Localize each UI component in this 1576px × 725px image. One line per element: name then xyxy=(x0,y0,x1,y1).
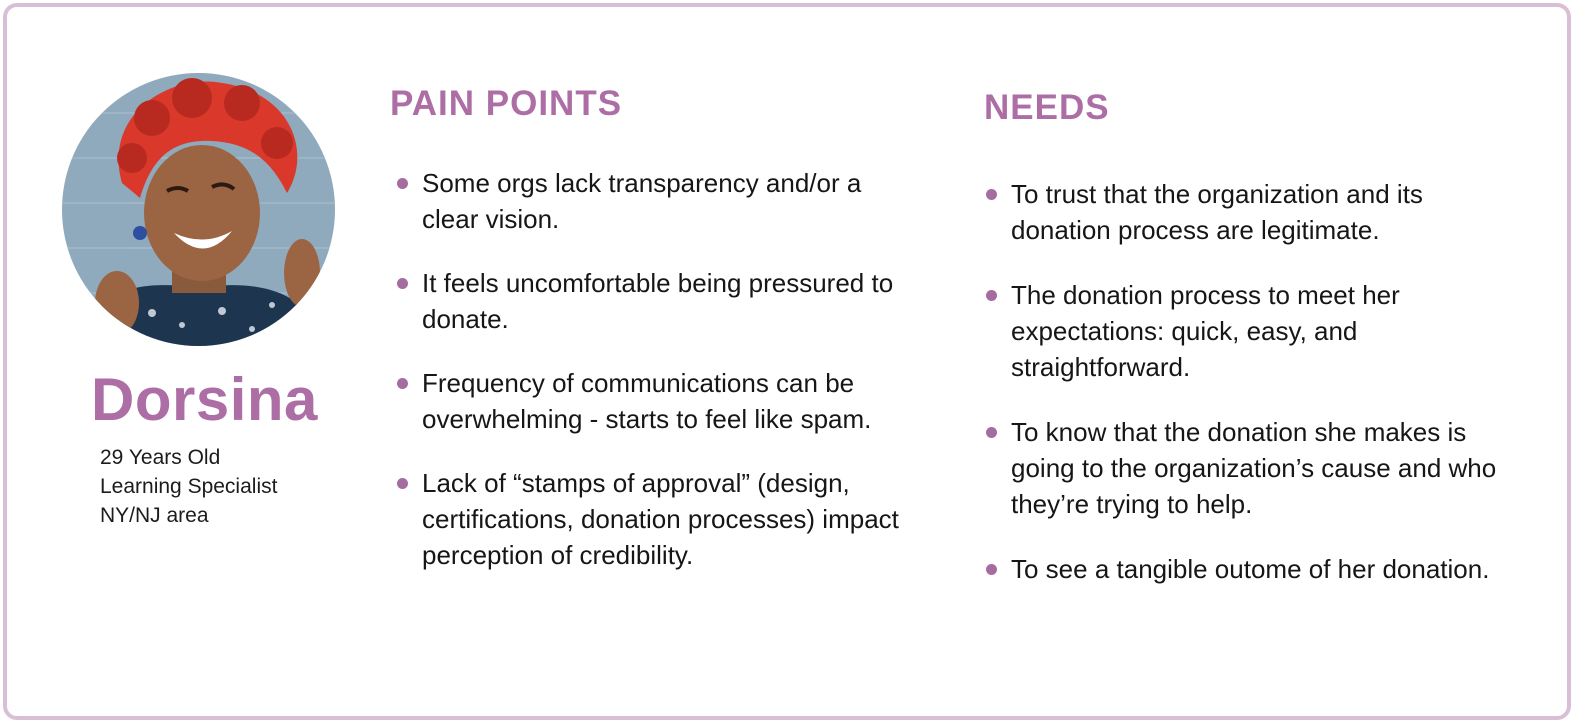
persona-photo xyxy=(62,73,335,346)
pain-points-list: Some orgs lack transparency and/or a cle… xyxy=(395,165,915,601)
pain-point-text: Some orgs lack transparency and/or a cle… xyxy=(422,168,862,234)
pain-point-item: Frequency of communications can be overw… xyxy=(395,365,915,437)
persona-card: Dorsina 29 Years Old Learning Specialist… xyxy=(3,3,1571,720)
need-item: To trust that the organization and its d… xyxy=(984,176,1524,248)
bullet-dot xyxy=(986,427,997,438)
needs-heading: NEEDS xyxy=(984,88,1110,127)
bullet-dot xyxy=(397,278,408,289)
need-item: The donation process to meet her expecta… xyxy=(984,277,1524,385)
persona-location: NY/NJ area xyxy=(100,504,209,527)
need-text: To know that the donation she makes is g… xyxy=(1011,417,1497,519)
bullet-dot xyxy=(397,478,408,489)
persona-details: 29 Years Old Learning Specialist NY/NJ a… xyxy=(100,443,277,530)
need-text: To see a tangible outome of her donation… xyxy=(1011,554,1490,584)
need-item: To see a tangible outome of her donation… xyxy=(984,551,1524,587)
persona-occupation: Learning Specialist xyxy=(100,475,278,498)
pain-point-text: Lack of “stamps of approval” (design, ce… xyxy=(422,468,899,570)
needs-list: To trust that the organization and its d… xyxy=(984,176,1524,616)
bullet-dot xyxy=(986,189,997,200)
pain-point-text: It feels uncomfortable being pressured t… xyxy=(422,268,894,334)
bullet-dot xyxy=(397,178,408,189)
need-text: The donation process to meet her expecta… xyxy=(1011,280,1400,382)
need-item: To know that the donation she makes is g… xyxy=(984,414,1524,522)
persona-name: Dorsina xyxy=(91,366,318,433)
pain-point-item: It feels uncomfortable being pressured t… xyxy=(395,265,915,337)
pain-point-item: Lack of “stamps of approval” (design, ce… xyxy=(395,465,915,573)
pain-point-item: Some orgs lack transparency and/or a cle… xyxy=(395,165,915,237)
bullet-dot xyxy=(986,564,997,575)
pain-point-text: Frequency of communications can be overw… xyxy=(422,368,872,434)
need-text: To trust that the organization and its d… xyxy=(1011,179,1423,245)
bullet-dot xyxy=(397,378,408,389)
bullet-dot xyxy=(986,290,997,301)
pain-points-heading: PAIN POINTS xyxy=(390,84,623,123)
persona-age: 29 Years Old xyxy=(100,446,221,469)
